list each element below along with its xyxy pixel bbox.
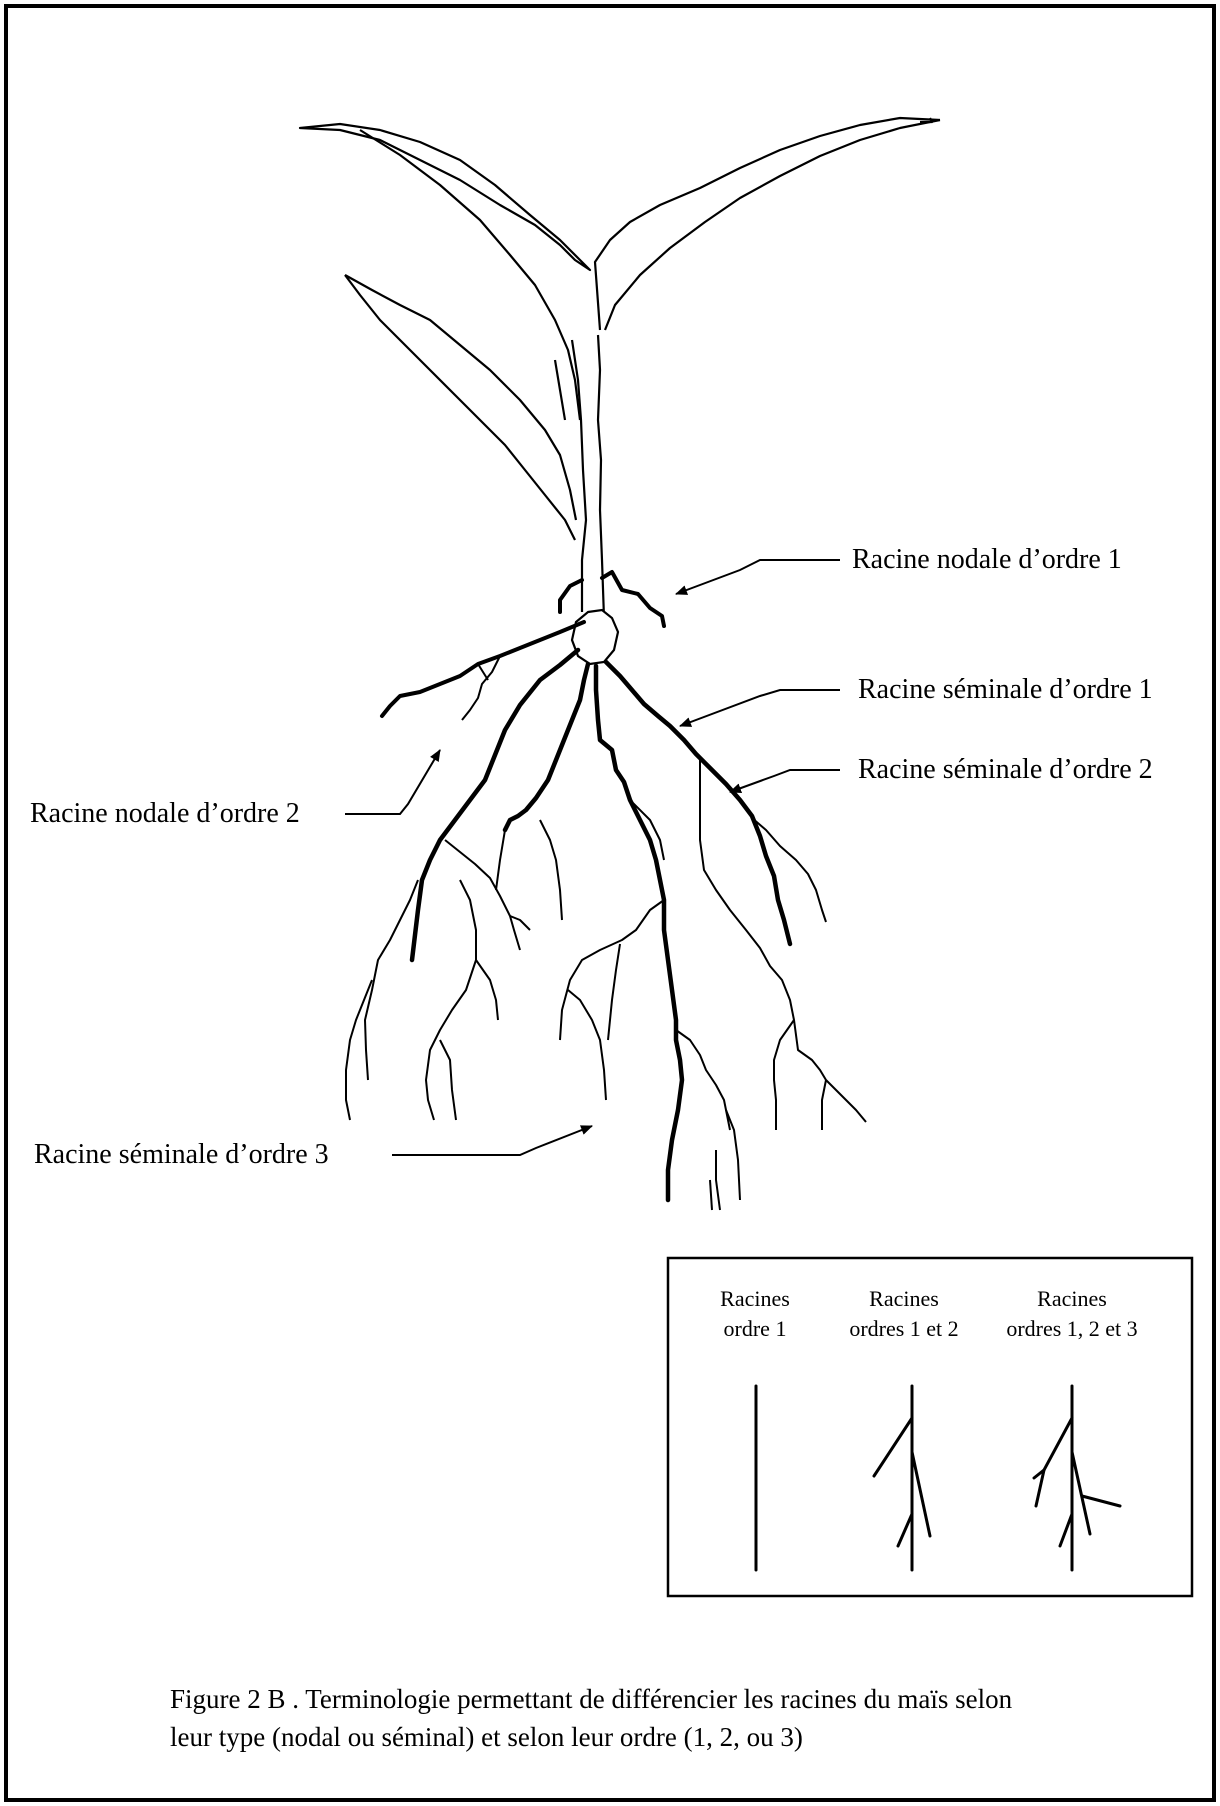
leaf-lower-left (345, 275, 576, 520)
label-nodal-1: Racine nodale d’ordre 1 (852, 544, 1122, 575)
pointer-nodal-2 (345, 750, 440, 814)
leaf-lower-left-edge (345, 275, 575, 540)
inset-col-1-line2: ordre 1 (724, 1316, 787, 1341)
inset-col-2-line2: ordres 1 et 2 (849, 1316, 958, 1341)
inset-col-1-line1: Racines (720, 1286, 790, 1311)
seminal-root-far-left (412, 650, 578, 960)
nodal-roots (382, 572, 664, 716)
leaf-upper-right-edge (605, 120, 940, 330)
seminal-roots-order-1 (412, 650, 790, 1200)
plant-shoot (300, 118, 940, 618)
label-seminal-3: Racine séminale d’ordre 3 (34, 1139, 329, 1170)
leaf-lower-left-tip (555, 360, 565, 420)
lateral-roots (346, 758, 866, 1210)
label-seminal-1: Racine séminale d’ordre 1 (858, 674, 1153, 705)
leaf-upper-left-edge (360, 130, 580, 420)
figure-caption: Figure 2 B . Terminologie permettant de … (170, 1680, 1170, 1756)
pointer-seminal-2 (730, 770, 840, 792)
nodal-lateral-roots (462, 656, 500, 720)
pointer-seminal-1 (680, 690, 840, 726)
seminal-root-left (505, 664, 588, 830)
inset-col-2-line1: Racines (869, 1286, 939, 1311)
pointer-nodal-1 (676, 560, 840, 594)
inset-legend: Racines ordre 1 Racines ordres 1 et 2 Ra… (668, 1258, 1192, 1596)
lateral-order-2 (700, 758, 826, 1080)
label-nodal-2: Racine nodale d’ordre 2 (30, 798, 300, 829)
caption-line-1: Figure 2 B . Terminologie permettant de … (170, 1680, 1170, 1718)
inset-col-3-line1: Racines (1037, 1286, 1107, 1311)
pointer-seminal-3 (392, 1126, 592, 1155)
nodal-root-left-short (560, 580, 582, 612)
seminal-root-center (596, 666, 682, 1200)
root-crown (572, 610, 618, 664)
leaf-upper-left (300, 124, 590, 270)
label-seminal-2: Racine séminale d’ordre 2 (858, 754, 1153, 785)
caption-line-2: leur type (nodal ou séminal) et selon le… (170, 1718, 1170, 1756)
inset-col-3-line2: ordres 1, 2 et 3 (1006, 1316, 1137, 1341)
leaf-upper-right (595, 118, 940, 330)
